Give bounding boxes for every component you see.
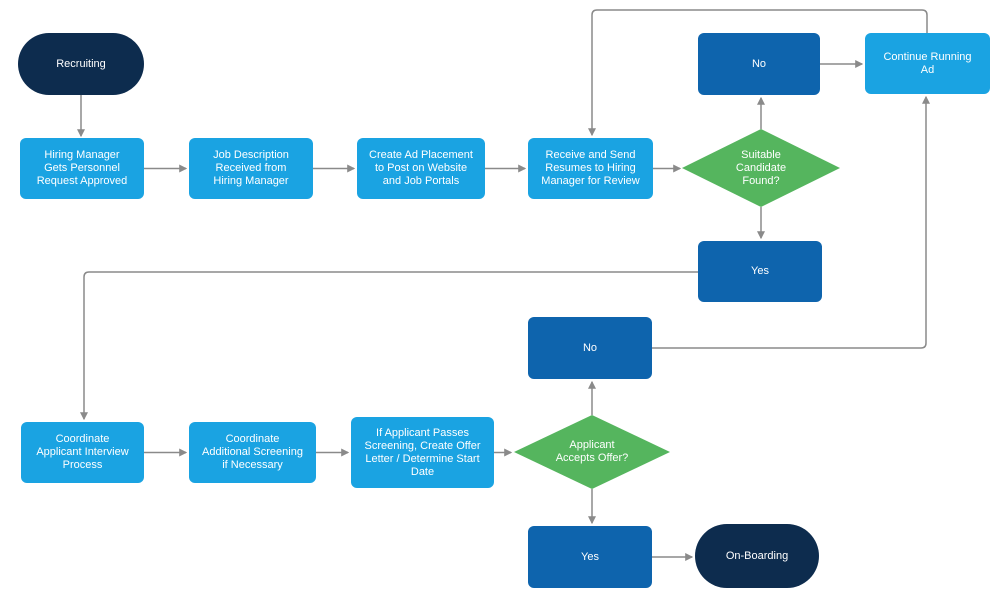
- node-continue-ad: Continue Running Ad: [865, 33, 990, 94]
- node-yes-suitable: Yes: [698, 241, 822, 302]
- node-no-accept: No: [528, 317, 652, 379]
- edge-yes-to-coordinate-interview: [80, 271, 698, 421]
- edge-continue-ad-to-receive-resumes: [588, 9, 928, 137]
- node-yes-accept: Yes: [528, 526, 652, 588]
- node-no-suitable: No: [698, 33, 820, 95]
- edge-no-accept-to-continue-ad: [652, 95, 930, 349]
- node-request-approved: Hiring Manager Gets Personnel Request Ap…: [20, 138, 144, 199]
- node-create-ad: Create Ad Placement to Post on Website a…: [357, 138, 485, 199]
- node-additional-screening: Coordinate Additional Screening if Neces…: [189, 422, 316, 483]
- node-coordinate-interview: Coordinate Applicant Interview Process: [21, 422, 144, 483]
- node-offer-letter: If Applicant Passes Screening, Create Of…: [351, 417, 494, 488]
- node-receive-resumes: Receive and Send Resumes to Hiring Manag…: [528, 138, 653, 199]
- node-recruiting-start: Recruiting: [18, 33, 144, 95]
- node-onboarding-end: On-Boarding: [695, 524, 819, 588]
- node-job-description: Job Description Received from Hiring Man…: [189, 138, 313, 199]
